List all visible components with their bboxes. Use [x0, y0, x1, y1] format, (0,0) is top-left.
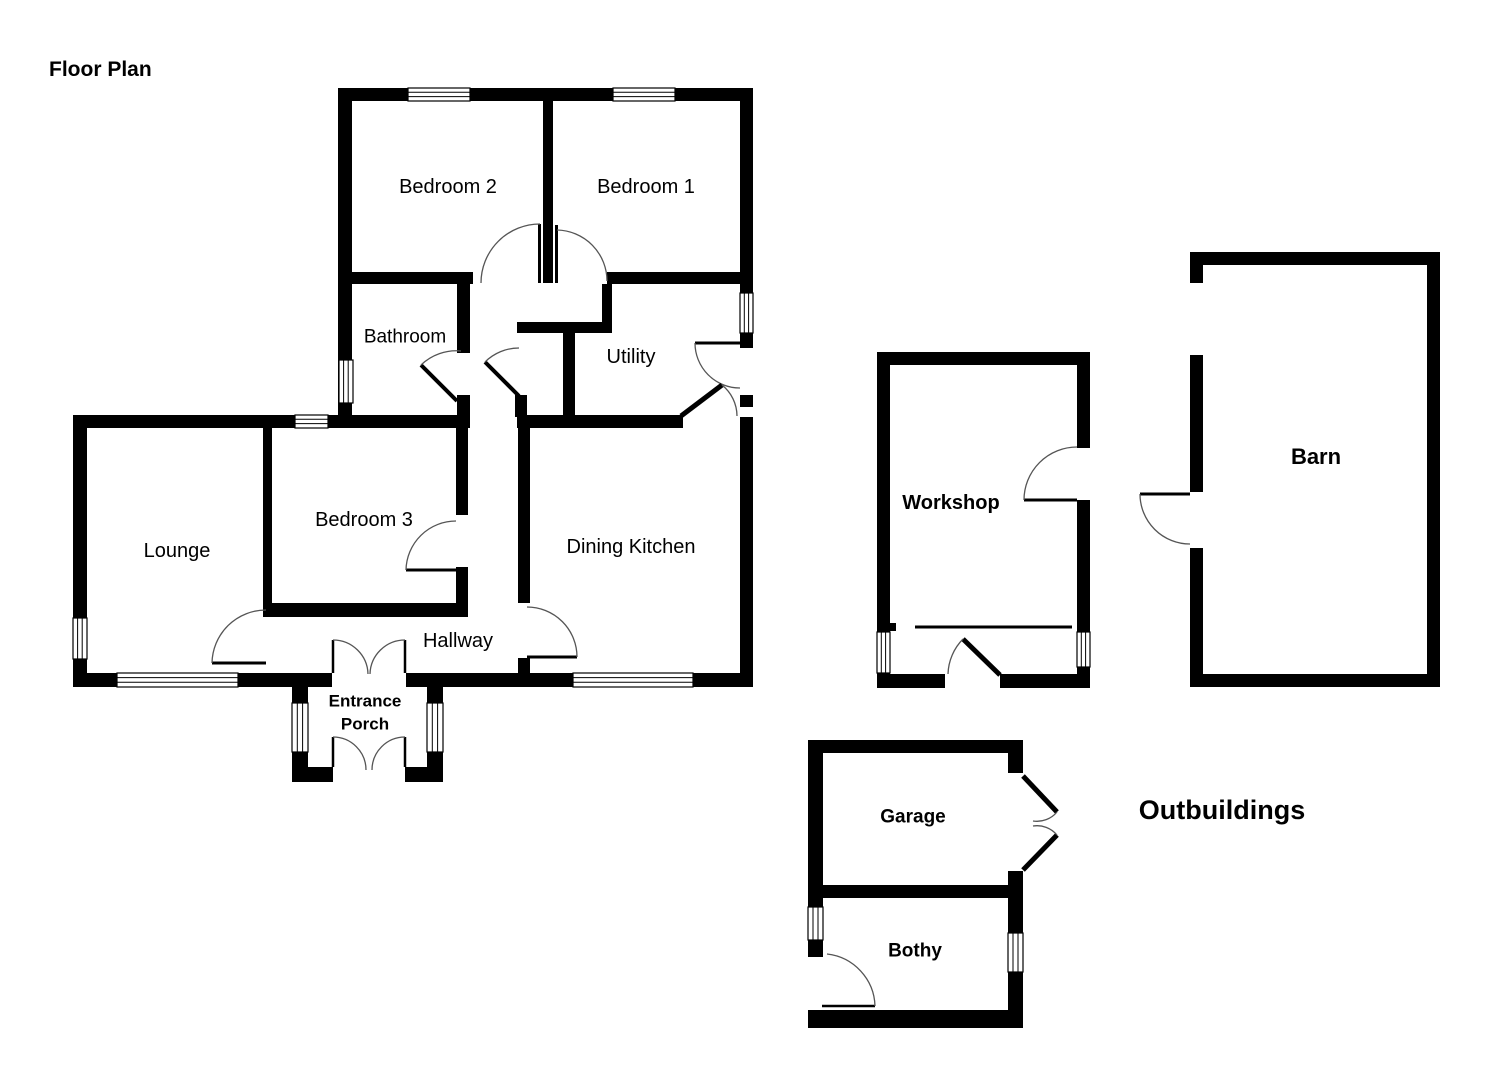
barn-doors	[1139, 492, 1191, 545]
barn-plan	[1139, 252, 1440, 687]
window-workshop-left	[876, 631, 891, 674]
window-porch-right	[426, 702, 444, 753]
garage-bothy-doors	[822, 774, 1059, 1008]
window-utility	[739, 292, 754, 334]
window-workshop-right	[1076, 631, 1091, 668]
house-doors	[211, 223, 741, 771]
room-label-garage: Garage	[880, 806, 946, 828]
room-label-lounge: Lounge	[143, 540, 211, 562]
window-bothy-right	[1007, 932, 1024, 973]
room-label-entrance: Entrance	[328, 691, 402, 711]
room-label-barn: Barn	[1290, 443, 1342, 469]
room-label-bothy: Bothy	[888, 940, 942, 962]
room-label-hallway: Hallway	[422, 630, 494, 652]
window-dining-kitchen	[572, 672, 694, 688]
room-label-porch: Porch	[340, 714, 390, 734]
page-title: Floor Plan	[49, 58, 152, 81]
room-label-utility: Utility	[606, 346, 656, 368]
window-bedroom3	[294, 414, 329, 429]
window-lounge-left	[72, 617, 88, 660]
garage-bothy-walls	[808, 740, 1023, 1028]
room-label-dining-kitchen: Dining Kitchen	[566, 536, 696, 558]
room-label-bedroom-1: Bedroom 1	[597, 176, 695, 198]
workshop-windows	[876, 631, 1091, 674]
workshop-doors	[947, 446, 1078, 677]
window-bothy-left	[807, 906, 824, 941]
window-lounge-bottom	[116, 672, 239, 688]
workshop-walls	[877, 352, 1090, 688]
section-title-outbuildings: Outbuildings	[1138, 795, 1306, 826]
window-bedroom2	[407, 87, 471, 102]
window-porch-left	[291, 702, 309, 753]
room-label-bedroom-2: Bedroom 2	[399, 176, 497, 198]
window-bedroom1	[612, 87, 676, 102]
window-bathroom	[338, 359, 354, 404]
room-label-workshop: Workshop	[902, 492, 1000, 514]
garage-bothy-plan	[807, 740, 1059, 1028]
garage-bothy-windows	[807, 906, 1024, 973]
house-plan	[72, 87, 754, 782]
room-label-bathroom: Bathroom	[363, 326, 447, 348]
house-windows	[72, 87, 754, 753]
barn-walls	[1190, 252, 1440, 687]
room-label-bedroom-3: Bedroom 3	[315, 509, 413, 531]
workshop-plan	[876, 352, 1091, 688]
